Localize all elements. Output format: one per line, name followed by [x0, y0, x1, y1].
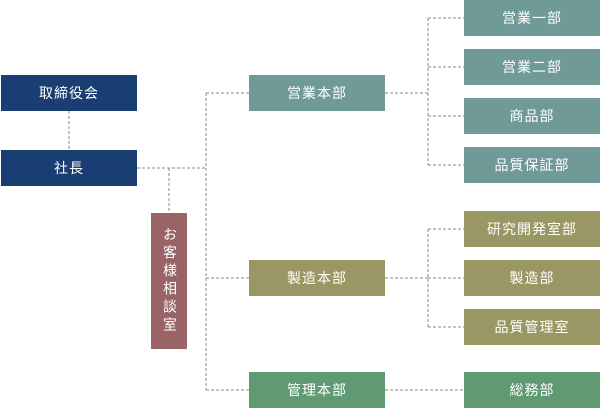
node-customer-office: お客様相談室 — [151, 213, 187, 349]
node-president: 社長 — [1, 150, 137, 186]
node-sales-dept-2: 営業二部 — [464, 49, 600, 85]
node-rnd-dept: 研究開発室部 — [464, 211, 600, 247]
node-general-affairs-dept: 総務部 — [464, 372, 600, 408]
node-quality-control-office: 品質管理室 — [464, 309, 600, 345]
node-board: 取締役会 — [1, 75, 137, 111]
node-manufacturing-hq: 製造本部 — [249, 260, 385, 296]
node-sales-hq: 営業本部 — [249, 75, 385, 111]
node-manufacturing-dept: 製造部 — [464, 260, 600, 296]
node-product-dept: 商品部 — [464, 98, 600, 134]
node-admin-hq: 管理本部 — [249, 372, 385, 408]
node-sales-dept-1: 営業一部 — [464, 0, 600, 36]
node-quality-assurance-dept: 品質保証部 — [464, 147, 600, 183]
